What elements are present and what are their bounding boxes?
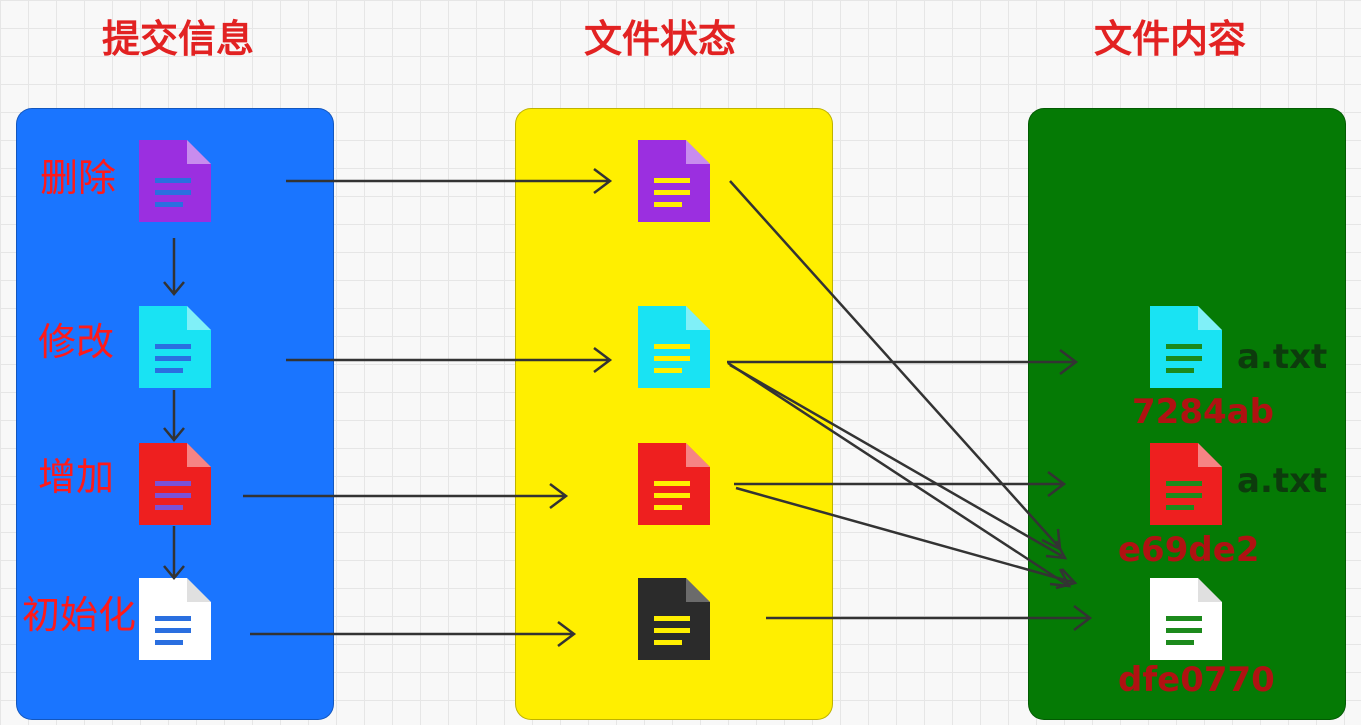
commit-label-modify: 修改 bbox=[38, 320, 115, 364]
file-icon-init-state bbox=[638, 578, 710, 660]
arrow-delete-commit-to-state bbox=[286, 168, 613, 194]
file-icon-modify-state bbox=[638, 306, 710, 388]
arrow-delete-to-modify bbox=[163, 238, 185, 296]
arrow-modify-state-to-7284ab bbox=[727, 349, 1079, 375]
file-icon-add-state bbox=[638, 443, 710, 525]
file-icon-add-commit bbox=[139, 443, 211, 525]
arrow-add-state-to-e69de2 bbox=[734, 471, 1067, 497]
arrow-init-commit-to-state bbox=[250, 621, 577, 647]
arrow-add-state-to-dfe0770 bbox=[735, 486, 1078, 590]
state-to-content-arrows bbox=[727, 180, 1093, 631]
arrow-modify-to-add bbox=[163, 390, 185, 442]
file-icon-delete-commit bbox=[139, 140, 211, 222]
commit-label-add: 增加 bbox=[38, 455, 115, 499]
commit-label-delete: 删除 bbox=[40, 156, 117, 200]
header-file-state: 文件状态 bbox=[583, 17, 736, 61]
content-hash-7284ab: 7284ab bbox=[1132, 392, 1274, 432]
commit-label-init: 初始化 bbox=[22, 593, 137, 637]
content-filename-1: a.txt bbox=[1237, 337, 1328, 377]
header-commit-info: 提交信息 bbox=[101, 17, 254, 61]
file-icon-content-7284ab bbox=[1150, 306, 1222, 388]
content-hash-e69de2: e69de2 bbox=[1118, 530, 1260, 570]
parent-arrows bbox=[163, 238, 185, 580]
header-file-content: 文件内容 bbox=[1093, 17, 1246, 61]
content-hash-dfe0770: dfe0770 bbox=[1118, 660, 1275, 700]
arrow-modify-state-to-e69de2 bbox=[729, 363, 1068, 560]
arrow-add-to-init bbox=[163, 526, 185, 580]
file-icon-init-commit bbox=[139, 578, 211, 660]
arrow-add-commit-to-state bbox=[243, 483, 569, 509]
arrow-init-state-to-dfe0770 bbox=[766, 605, 1093, 631]
arrow-modify-commit-to-state bbox=[286, 347, 613, 373]
file-icon-content-e69de2 bbox=[1150, 443, 1222, 525]
file-icon-content-dfe0770 bbox=[1150, 578, 1222, 660]
arrow-modify-state-to-dfe0770 bbox=[727, 361, 1072, 588]
content-filename-2: a.txt bbox=[1237, 461, 1328, 501]
file-icon-modify-commit bbox=[139, 306, 211, 388]
commit-to-state-arrows bbox=[243, 168, 613, 647]
file-icon-delete-state bbox=[638, 140, 710, 222]
arrow-delete-state-to-e69de2 bbox=[729, 180, 1062, 552]
